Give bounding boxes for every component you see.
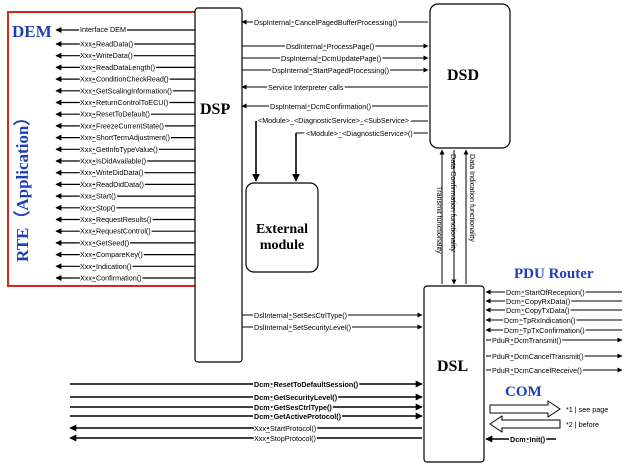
call-label-dcm-confirmation: DspInternal_DcmConfirmation() xyxy=(270,102,371,111)
rte-api-label: Xxx_GetSeed() xyxy=(80,238,129,247)
dem-heading: DEM xyxy=(12,22,52,41)
dsd-label: DSD xyxy=(447,67,479,84)
rte-api-label: Xxx_RequestResults() xyxy=(80,215,152,224)
rte-api-label: Xxx_IsDidAvailable() xyxy=(80,157,146,166)
com-hollow-arrow-right xyxy=(489,400,561,418)
dsd-dsl-label-confirmation: Data Confirmation functionality xyxy=(449,154,458,252)
pdu-label-copy-tx: Dcm_CopyTxData() xyxy=(506,306,570,315)
bottom-label-reset-session: Dcm_ResetToDefaultSession() xyxy=(254,380,359,389)
com-legend-2: *2 | before xyxy=(566,420,599,429)
pdu-label-transmit: PduR_DcmTransmit() xyxy=(492,336,561,345)
dsl-label: DSL xyxy=(437,358,468,375)
module-call-label-service: <Module>_<DiagnosticService>() xyxy=(306,129,413,138)
rte-api-label: Xxx_ShortTermAdjustment() xyxy=(80,133,170,142)
dem-interface-label: Interface DEM xyxy=(80,25,126,34)
dsp-box xyxy=(194,7,243,363)
rte-api-label: Xxx_ReadDidData() xyxy=(80,180,144,189)
call-label-start-paged: DspInternal_StartPagedProcessing() xyxy=(272,66,389,75)
pdu-label-tp-tx-confirmation: Dcm_TpTxConfirmation() xyxy=(504,326,585,335)
call-label-cancel-paged: DspInternal_CancelPagedBufferProcessing(… xyxy=(254,18,397,27)
pdu-label-cancel-receive: PduR_DcmCancelReceive() xyxy=(492,366,582,375)
pdu-label-start-of-reception: Dcm_StartOfReception() xyxy=(506,288,585,297)
dsd-dsl-label-indication: Data Indication functionality xyxy=(468,154,477,242)
call-label-update-page: DspInternal_DcmUpdatePage() xyxy=(281,54,381,63)
dcm-init-label: Dcm_Init() xyxy=(510,435,546,444)
rte-api-label: Xxx_ReturnControlToECU() xyxy=(80,98,168,107)
bottom-label-security-level: Dcm_GetSecurityLevel() xyxy=(254,393,338,402)
rte-api-label: Xxx_CompareKey() xyxy=(80,250,143,259)
rte-api-label: Xxx_ReadDataLength() xyxy=(80,63,155,72)
dsp-label: DSP xyxy=(200,101,230,118)
rte-api-label: Xxx_ReadData() xyxy=(80,40,133,49)
rte-api-label: Xxx_Start() xyxy=(80,192,116,201)
external-module-box xyxy=(245,182,319,273)
rte-api-label: Xxx_GetInfoTypeValue() xyxy=(80,145,158,154)
com-heading: COM xyxy=(505,384,542,400)
rte-api-label: Xxx_ResetToDefault() xyxy=(80,110,150,119)
call-label-service-interpreter: Service Interpreter calls xyxy=(268,83,344,92)
rte-api-label: Xxx_FreezeCurrentState() xyxy=(80,121,164,130)
dsd-dsl-label-transmit: Transmit functionality xyxy=(435,186,444,254)
bottom-label-ses-ctrl-type: Dcm_GetSesCtrlType() xyxy=(254,403,332,412)
pdu-label-copy-rx: Dcm_CopyRxData() xyxy=(506,297,570,306)
bottom-label-start-protocol: Xxx_StartProtocol() xyxy=(254,424,316,433)
rte-api-label: Xxx_Stop() xyxy=(80,203,116,212)
pdu-label-tp-rx-indication: Dcm_TpRxIndication() xyxy=(504,316,576,325)
com-hollow-arrow-left xyxy=(489,415,561,433)
dsd-box xyxy=(429,3,511,149)
dsp-dsl-label-sesctrl: DslInternal_SetSesCtrlType() xyxy=(254,311,347,320)
rte-api-list: Xxx_ReadData() Xxx_WriteData() Xxx_ReadDat… xyxy=(55,38,195,284)
pdu-label-cancel-transmit: PduR_DcmCancelTransmit() xyxy=(492,352,584,361)
rte-api-label: Xxx_RequestControl() xyxy=(80,227,151,236)
bottom-label-stop-protocol: Xxx_StopProtocol() xyxy=(254,434,316,443)
rte-api-label: Xxx_Confirmation() xyxy=(80,274,142,283)
rte-api-label: Xxx_WriteData() xyxy=(80,51,133,60)
rte-heading: RTE（Application） xyxy=(12,109,32,262)
rte-api-label: Xxx_Indication() xyxy=(80,262,132,271)
com-legend-1: *1 | see page xyxy=(566,405,608,414)
rte-api-label: Xxx_ConditionCheckRead() xyxy=(80,75,169,84)
external-module-label-line2: module xyxy=(260,238,304,253)
dsp-dsl-label-security: DslInternal_SetSecurityLevel() xyxy=(254,323,351,332)
dsl-box xyxy=(423,285,485,463)
rte-api-label: Xxx_WriteDidData() xyxy=(80,168,143,177)
call-label-process-page: DsdInternal_ProcessPage() xyxy=(286,42,374,51)
module-call-label-subservice: <Module>_<DiagnosticService>_<SubService… xyxy=(258,116,409,125)
rte-api-label: Xxx_GetScalingInformation() xyxy=(80,86,172,95)
external-module-label-line1: External xyxy=(256,222,308,237)
pdu-router-heading: PDU Router xyxy=(514,266,594,282)
bottom-label-active-protocol: Dcm_GetActiveProtocol() xyxy=(254,412,342,421)
